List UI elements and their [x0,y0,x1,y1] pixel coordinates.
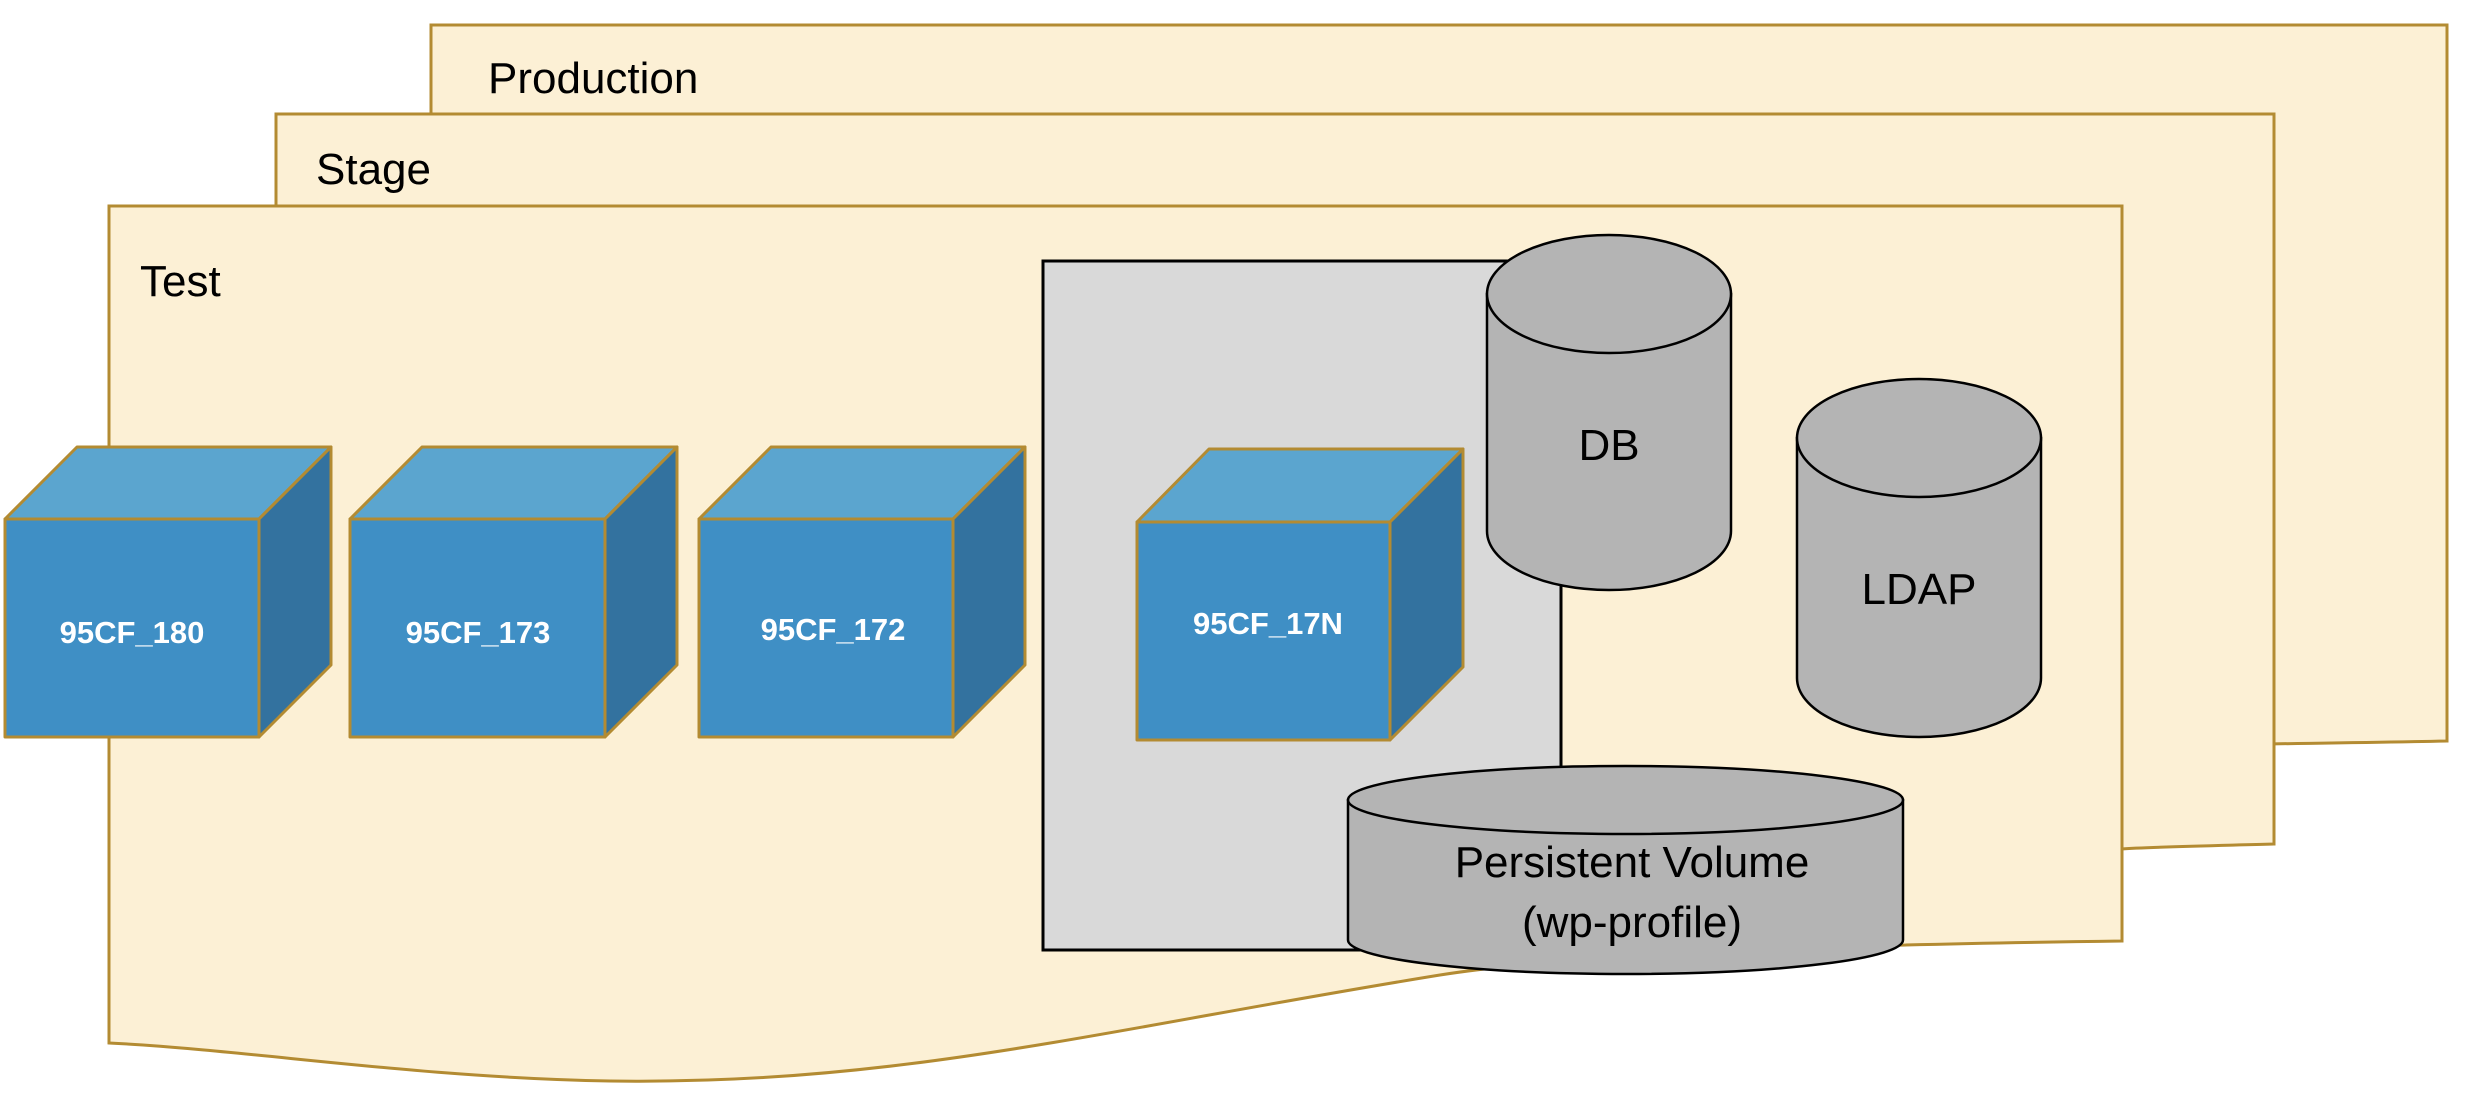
node-cube[interactable]: 95CF_17N [1135,447,1465,742]
cube-front-face [697,517,955,739]
stage-label: Stage [316,145,431,194]
persistent-volume-sublabel: (wp-profile) [1522,898,1742,947]
node-label: 95CF_17N [1193,606,1343,641]
cylinder-top [1795,377,2043,499]
node-label: 95CF_172 [761,612,906,647]
cylinder-body [1485,292,1733,592]
node-label: 95CF_180 [60,615,205,650]
production-label: Production [488,54,698,103]
ldap-label: LDAP [1862,565,1977,614]
db-label: DB [1578,421,1639,470]
db-cylinder[interactable]: DB [1485,233,1733,592]
test-label: Test [140,257,221,306]
cube-front-face [1135,520,1392,742]
node-cube[interactable]: 95CF_172 [697,445,1027,739]
cylinder-body [1795,436,2043,739]
cube-front-face [348,517,607,739]
cylinder-top [1346,764,1905,836]
node-cube[interactable]: 95CF_180 [3,445,333,739]
persistent-volume-cylinder[interactable]: Persistent Volume (wp-profile) [1346,764,1905,976]
persistent-volume-label: Persistent Volume [1455,838,1810,887]
node-label: 95CF_173 [406,615,551,650]
cylinder-body [1346,798,1905,976]
cylinder-top [1485,233,1733,355]
ldap-cylinder[interactable]: LDAP [1795,377,2043,739]
node-cube[interactable]: 95CF_173 [348,445,679,739]
cube-front-face [3,517,261,739]
